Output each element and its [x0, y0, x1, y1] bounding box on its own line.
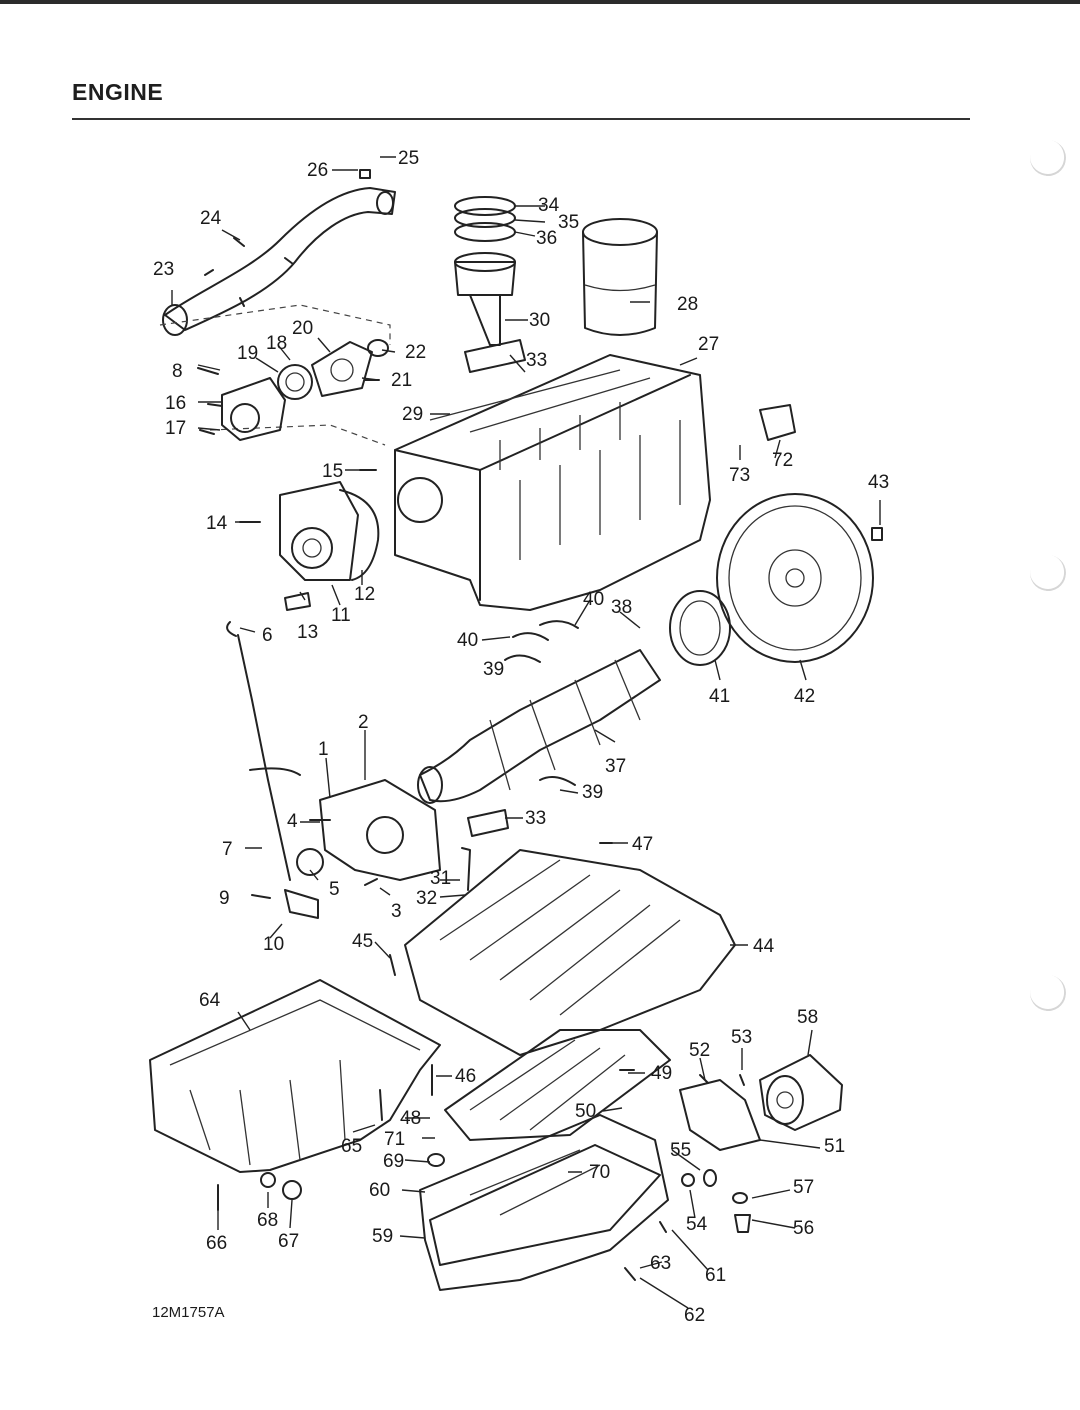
callout-32: 32 [416, 888, 438, 909]
callout-51: 51 [824, 1136, 846, 1157]
callout-23: 23 [153, 259, 175, 280]
callout-33-lower: 33 [525, 808, 547, 829]
callout-60: 60 [369, 1180, 391, 1201]
callout-8: 8 [172, 361, 183, 382]
callout-63: 63 [650, 1253, 672, 1274]
callout-38: 38 [611, 597, 633, 618]
callout-70: 70 [589, 1162, 611, 1183]
dipstick [226, 621, 319, 919]
callout-36: 36 [536, 228, 558, 249]
callout-42: 42 [794, 686, 816, 707]
callout-31: 31 [430, 868, 452, 889]
callout-64: 64 [199, 990, 221, 1011]
callout-3: 3 [391, 901, 402, 922]
callout-62: 62 [684, 1305, 706, 1326]
callout-34: 34 [538, 195, 560, 216]
callout-33-upper: 33 [526, 350, 548, 371]
callout-10: 10 [263, 934, 285, 955]
callout-58: 58 [797, 1007, 819, 1028]
callout-16: 16 [165, 393, 187, 414]
callout-52: 52 [689, 1040, 711, 1061]
page-title: ENGINE [72, 79, 164, 105]
callout-45: 45 [352, 931, 374, 952]
cylinder-liner [582, 218, 658, 336]
piston-assembly [454, 196, 526, 373]
lower-sump [419, 1114, 669, 1291]
callout-44: 44 [753, 936, 775, 957]
callout-21: 21 [391, 370, 413, 391]
callout-19: 19 [237, 343, 259, 364]
coolant-pipe [162, 169, 396, 336]
callout-39-lower: 39 [582, 782, 604, 803]
callout-41: 41 [709, 686, 731, 707]
callout-11: 11 [331, 605, 351, 626]
callout-35: 35 [558, 212, 580, 233]
callout-61: 61 [705, 1265, 727, 1286]
callout-20: 20 [292, 318, 314, 339]
baffle-plate [379, 1029, 671, 1141]
callout-68: 68 [257, 1210, 279, 1231]
callout-66: 66 [206, 1233, 228, 1254]
callout-65: 65 [341, 1136, 363, 1157]
callout-29: 29 [402, 404, 424, 425]
callout-26: 26 [307, 160, 329, 181]
callout-2: 2 [358, 712, 369, 733]
callout-47: 47 [632, 834, 654, 855]
callout-12: 12 [354, 584, 376, 605]
title-rule [72, 118, 970, 120]
oil-filter [679, 1054, 843, 1233]
upper-sump [149, 979, 441, 1211]
callout-67: 67 [278, 1231, 300, 1252]
callout-40-left: 40 [457, 630, 479, 651]
callout-4: 4 [287, 811, 298, 832]
callout-57: 57 [793, 1177, 815, 1198]
callout-37: 37 [605, 756, 627, 777]
bearing-ladder [389, 809, 736, 1056]
crankshaft [417, 620, 661, 804]
callout-39-upper: 39 [483, 659, 505, 680]
callout-22: 22 [405, 342, 427, 363]
callout-18: 18 [266, 333, 288, 354]
callout-71: 71 [384, 1129, 406, 1150]
callout-17: 17 [165, 418, 187, 439]
callout-1: 1 [318, 739, 329, 760]
engine-block [394, 354, 796, 611]
callout-14: 14 [206, 513, 228, 534]
callout-53: 53 [731, 1027, 753, 1048]
callout-49: 49 [651, 1063, 673, 1084]
oil-pump [296, 779, 441, 886]
callout-25: 25 [398, 148, 420, 169]
callout-6: 6 [262, 625, 273, 646]
callout-40-right: 40 [583, 589, 605, 610]
callout-56: 56 [793, 1218, 815, 1239]
callout-72: 72 [772, 450, 794, 471]
callout-50: 50 [575, 1101, 597, 1122]
leader-lines [171, 156, 881, 1309]
callout-54: 54 [686, 1214, 708, 1235]
callout-59: 59 [372, 1226, 394, 1247]
flywheel [669, 493, 883, 666]
top-border [0, 0, 1080, 4]
callout-48: 48 [400, 1108, 422, 1129]
callout-5: 5 [329, 879, 340, 900]
callout-28: 28 [677, 294, 699, 315]
callout-46: 46 [455, 1066, 477, 1087]
thermostat-housing [159, 304, 391, 446]
callout-30: 30 [529, 310, 551, 331]
callout-9: 9 [219, 888, 230, 909]
callout-13: 13 [297, 622, 319, 643]
callout-69: 69 [383, 1151, 405, 1172]
callout-24: 24 [200, 208, 222, 229]
callout-43: 43 [868, 472, 890, 493]
callout-73: 73 [729, 465, 751, 486]
callout-55: 55 [670, 1140, 692, 1161]
figure-code: 12M1757A [152, 1304, 225, 1321]
callout-7: 7 [222, 839, 233, 860]
callout-15: 15 [322, 461, 344, 482]
callout-27: 27 [698, 334, 720, 355]
